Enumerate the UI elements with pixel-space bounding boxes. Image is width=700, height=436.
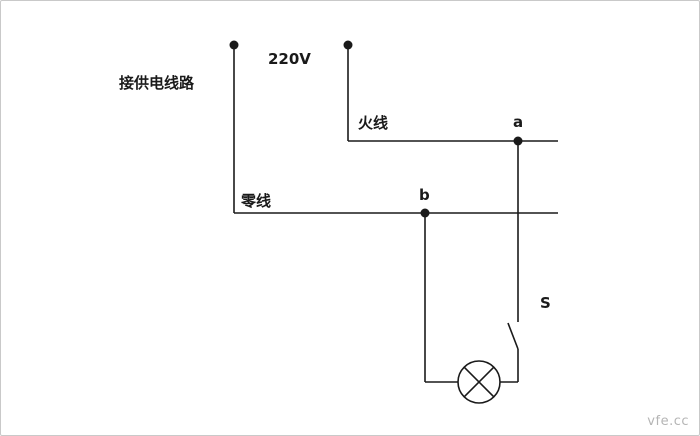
neutral-wire-label: 零线	[240, 192, 271, 210]
lamp-cross-line	[463, 366, 495, 398]
live-wire-label: 火线	[358, 114, 388, 132]
node-a-label: a	[513, 113, 523, 131]
switch-label: S	[540, 294, 551, 312]
node-a-dot	[513, 136, 523, 146]
supply-right-terminal-dot	[343, 40, 353, 50]
node-b-label: b	[419, 186, 430, 204]
node-b-dot	[420, 208, 430, 218]
lamp-icon	[457, 360, 501, 404]
switch-icon	[507, 322, 519, 350]
watermark: vfe.cc	[647, 414, 689, 429]
supply-left-terminal-dot	[229, 40, 239, 50]
switch-blade	[507, 322, 519, 350]
voltage-label: 220V	[268, 50, 311, 68]
supply-line-label: 接供电线路	[119, 74, 195, 92]
